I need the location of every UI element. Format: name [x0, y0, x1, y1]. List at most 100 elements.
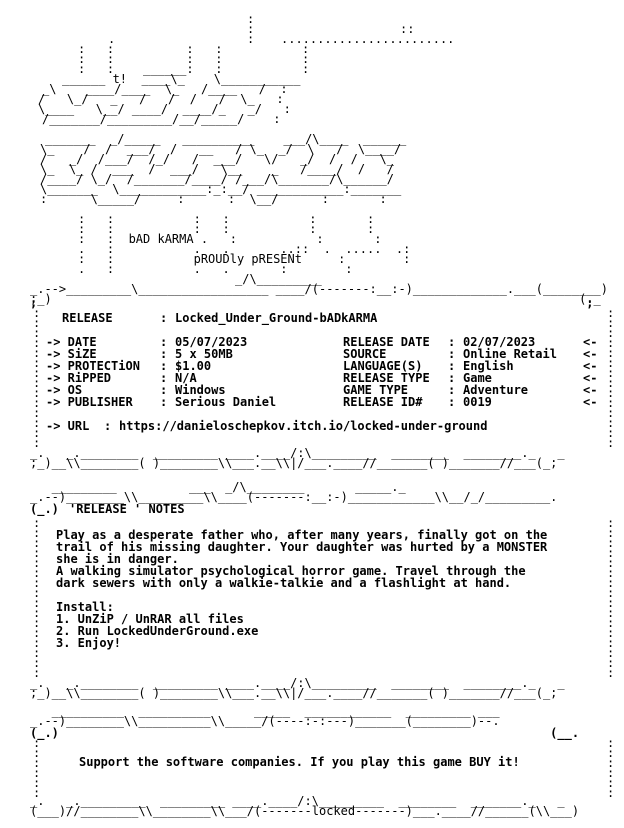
notes-line: Install:	[56, 600, 114, 614]
ascii-art-line: . : . . : :	[78, 262, 353, 276]
release-field-value-right: 02/07/2023	[463, 335, 536, 349]
notes-box-right-edge: :	[607, 526, 615, 540]
notes-line: 1. UnZiP / UnRAR all files	[56, 612, 244, 626]
release-field-colon: :	[160, 335, 168, 349]
notes-box-left-edge: :	[33, 616, 41, 630]
notes-box-right-edge: :	[607, 646, 615, 660]
notes-box-right-edge: :	[607, 666, 615, 680]
notes-line: trail of his missing daughter. Your daug…	[56, 540, 548, 554]
release-field-label: -> PROTECTiON	[46, 359, 140, 373]
notes-line: 3. Enjoy!	[56, 636, 122, 650]
notes-box-left-edge: :	[33, 516, 41, 530]
release-box-bottom-border-2: ;_)__\\________( )________\\___.__\\|/__…	[30, 456, 558, 470]
release-name-label: RELEASE	[62, 311, 113, 325]
release-field-label-right: RELEASE TYPE	[343, 371, 430, 385]
ascii-art-line: : : : : :	[78, 42, 310, 56]
release-row-arrow: <-	[583, 383, 598, 397]
notes-box-right-edge: :	[607, 556, 615, 570]
notes-line: Play as a desperate father who, after ma…	[56, 528, 548, 542]
release-box-left-edge: :	[33, 356, 41, 370]
ascii-art-line: /____/ \_/ /_______/____/ /___/\_______/…	[40, 172, 395, 186]
ascii-art-line: : : : : :	[78, 52, 310, 66]
ascii-art-line: ;_) (._	[30, 292, 601, 306]
footer-box-corner-left: (_.) (__.	[30, 726, 580, 740]
notes-box-left-edge: :	[33, 556, 41, 570]
ascii-art-line: \____ \__/ ____/ ____/_ _/ :	[38, 102, 291, 116]
footer-box-right-edge: :	[607, 786, 615, 800]
release-row-arrow: <-	[583, 335, 598, 349]
release-field-label: -> RiPPED	[46, 371, 112, 385]
ascii-art-line: ______ t! ____\_ \___________	[62, 72, 301, 86]
notes-line: A walking simulator psychological horror…	[56, 564, 526, 578]
ascii-art-line: / _/ /___/ /_/ / ___/ \/ _/ / / \_	[40, 152, 395, 166]
notes-box-right-edge: :	[607, 536, 615, 550]
release-box-left-edge: :	[33, 436, 41, 450]
notes-box-bottom-border-2: ;_)__\\________( )________\\___.__\\|/__…	[30, 686, 558, 700]
footer-box-bottom-border-2: (___)//________\\________\\___/(-------l…	[30, 804, 580, 818]
release-field-label: -> PUBLISHER	[46, 395, 133, 409]
notes-box-left-edge: :	[33, 526, 41, 540]
release-name-colon: :	[160, 311, 168, 325]
release-box-right-edge: :	[607, 426, 615, 440]
footer-box-bottom-border-1: _. _._________ _________ ____.____/:\___…	[30, 794, 565, 808]
release-box-left-edge: :	[33, 306, 41, 320]
notes-line: dark sewers with only a walkie-talkie an…	[56, 576, 512, 590]
release-field-value-right: Adventure	[463, 383, 529, 397]
footer-box-left-edge: :	[33, 756, 41, 770]
ascii-art-line: : \_____/ : : \__/ : :	[40, 192, 387, 206]
release-field-label-right: SOURCE	[343, 347, 387, 361]
notes-box-left-edge: :	[33, 536, 41, 550]
release-field-colon: :	[160, 371, 168, 385]
ascii-art-line: / \_/ _ / / / / \_ :	[38, 92, 284, 106]
release-field-label: -> SiZE	[46, 347, 97, 361]
release-row-arrow: <-	[583, 359, 598, 373]
notes-box-left-edge: :	[33, 646, 41, 660]
ascii-art-line: \_ \_ / ___ / ___/ \__ _ /____/ / /	[40, 162, 395, 176]
notes-box-left-edge: :	[33, 666, 41, 680]
release-field-colon-right: :	[448, 335, 456, 349]
footer-support-message: Support the software companies. If you p…	[79, 755, 520, 769]
footer-box-right-edge: :	[607, 746, 615, 760]
release-box-right-edge: :	[607, 366, 615, 380]
notes-box-left-edge: :	[33, 606, 41, 620]
release-box-left-edge: :	[33, 336, 41, 350]
release-field-value: N/A	[175, 371, 197, 385]
ascii-art-line: :	[247, 22, 255, 36]
release-row-arrow: <-	[583, 347, 598, 361]
release-field-label-right: RELEASE DATE	[343, 335, 430, 349]
release-box-right-edge: :	[607, 326, 615, 340]
footer-box-right-edge: :	[607, 766, 615, 780]
notes-box-right-edge: :	[607, 596, 615, 610]
release-box-right-edge: :	[607, 316, 615, 330]
notes-box-left-edge: :	[33, 546, 41, 560]
release-box-right-edge: :	[607, 336, 615, 350]
release-field-value-right: English	[463, 359, 514, 373]
release-box-right-edge: :	[607, 356, 615, 370]
url-value[interactable]: https://danieloschepkov.itch.io/locked-u…	[119, 419, 488, 433]
notes-box-left-edge: :	[33, 586, 41, 600]
notes-line: she is in danger.	[56, 552, 179, 566]
notes-box-left-edge: :	[33, 626, 41, 640]
release-field-value: Windows	[175, 383, 226, 397]
ascii-art-line: \_______ \____________:_:__/ ___________…	[40, 182, 402, 196]
ascii-art-line: .	[108, 32, 116, 46]
release-field-value-right: Online Retail	[463, 347, 557, 361]
release-field-colon-right: :	[448, 383, 456, 397]
release-box-bottom-border-1: _. _.________ _________ ____.____/:\____…	[30, 446, 565, 460]
footer-box-left-edge: :	[33, 746, 41, 760]
footer-box-left-edge: :	[33, 736, 41, 750]
footer-box-top-border-2: _.--)________\\__________\\_____/(----:-…	[30, 714, 500, 728]
release-field-value: 05/07/2023	[175, 335, 248, 349]
notes-box-right-edge: :	[607, 626, 615, 640]
release-field-label-right: GAME TYPE	[343, 383, 409, 397]
footer-box-right-edge: :	[607, 736, 615, 750]
release-field-colon-right: :	[448, 347, 456, 361]
release-row-arrow: <-	[583, 395, 598, 409]
release-box-right-edge: :	[607, 406, 615, 420]
notes-box-left-edge: :	[33, 656, 41, 670]
release-box-left-edge: :	[33, 406, 41, 420]
ascii-art-line: ::	[400, 22, 415, 36]
notes-box-corner: (_.)	[30, 502, 59, 516]
release-field-colon-right: :	[448, 359, 456, 373]
url-label: -> URL	[46, 419, 90, 433]
